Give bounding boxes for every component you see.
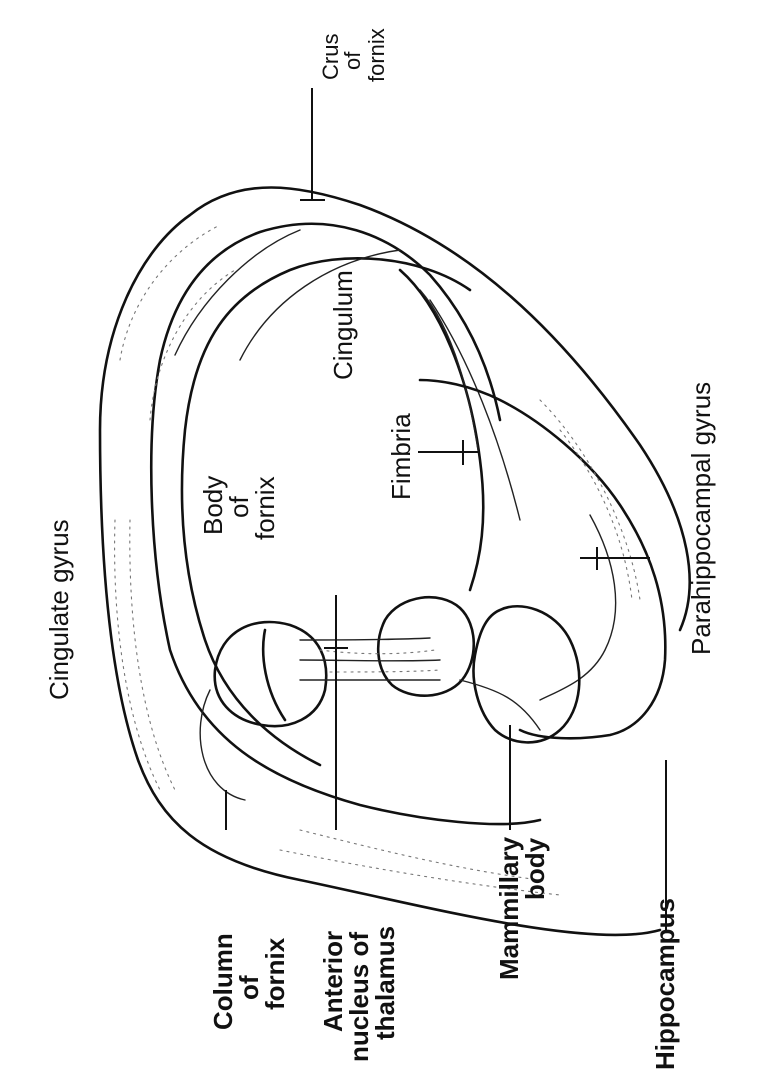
label-mammillary-line2: body <box>520 837 550 900</box>
stipple-band-1 <box>115 520 175 790</box>
anterior-nucleus-upper-inner <box>263 630 285 720</box>
label-body-line3: fornix <box>250 476 280 540</box>
label-column-line3: fornix <box>260 937 290 1010</box>
label-crus-line3: fornix <box>364 28 389 82</box>
label-anterior-line3: thalamus <box>370 926 400 1040</box>
stipple-band-2 <box>540 400 640 600</box>
label-cingulum: Cingulum <box>328 270 358 380</box>
cingulate-gyrus-outer-outline <box>100 188 690 935</box>
label-fimbria: Fimbria <box>386 413 416 500</box>
anterior-nucleus-lower <box>378 597 474 695</box>
label-parahippocampal: Parahippocampal gyrus <box>686 382 716 655</box>
mammillary-body-outline <box>474 606 580 742</box>
fimbria-inner <box>420 290 520 520</box>
label-crus-line2: of <box>340 51 365 70</box>
column-curve <box>200 680 540 800</box>
label-hippocampus: Hippocampus <box>650 898 680 1070</box>
anatomy-drawing <box>100 188 690 935</box>
label-cingulate-gyrus: Cingulate gyrus <box>44 519 74 700</box>
leader-lines <box>226 88 666 930</box>
column-fibers <box>300 638 440 680</box>
anterior-nucleus-upper <box>215 622 327 726</box>
labels: Cingulate gyrus Cingulum Crus of fornix … <box>44 28 716 1070</box>
